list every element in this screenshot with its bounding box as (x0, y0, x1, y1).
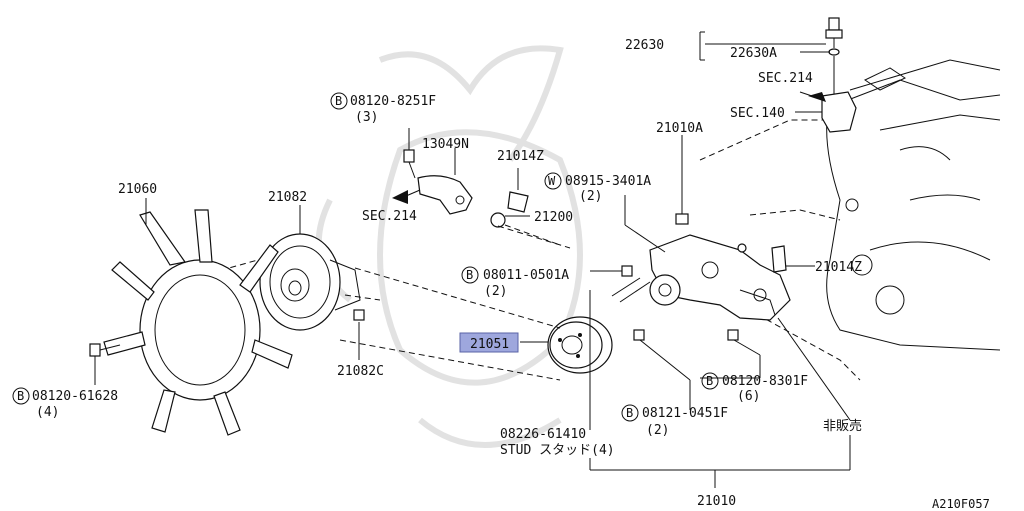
b-mark: B (466, 268, 473, 282)
bolt-symbol-icon (461, 266, 479, 284)
diagram-id: A210F057 (932, 497, 990, 511)
qty-08120-8301f: (6) (737, 389, 760, 404)
part-08120-8251f[interactable]: 08120-8251F (350, 94, 436, 109)
part-21060[interactable]: 21060 (118, 182, 157, 197)
part-21051-highlight[interactable] (459, 332, 519, 353)
part-08120-8301f[interactable]: 08120-8301F (722, 374, 808, 389)
part-22630a[interactable]: 22630A (730, 46, 777, 61)
not-for-sale-note: 非販売 (823, 418, 862, 434)
part-21200[interactable]: 21200 (534, 210, 573, 225)
b-mark: B (626, 406, 633, 420)
part-21082[interactable]: 21082 (268, 190, 307, 205)
qty-08120-8251f: (3) (355, 110, 378, 125)
qty-08120-61628: (4) (36, 405, 59, 420)
qty-08121-0451f: (2) (646, 423, 669, 438)
bolt-symbol-icon (330, 92, 348, 110)
engine-block (826, 59, 1001, 351)
pulley-21051 (547, 316, 613, 374)
part-08121-0451f[interactable]: 08121-0451F (642, 406, 728, 421)
w-mark: W (548, 174, 556, 188)
arrow-sec214-top-icon (808, 92, 826, 102)
ref-sec140[interactable]: SEC.140 (730, 106, 785, 121)
b-mark: B (335, 94, 342, 108)
thermostat-21200 (490, 168, 529, 228)
stud-description: STUD スタッド(4) (500, 443, 615, 458)
temp-sensor-22630 (825, 17, 843, 56)
water-outlet-13049n (417, 175, 473, 215)
part-21010[interactable]: 21010 (697, 494, 736, 509)
cooling-fan-21060 (103, 209, 293, 436)
bolt-symbol-icon (621, 404, 639, 422)
fan-clutch-21082 (259, 233, 361, 331)
b-mark: B (706, 374, 713, 388)
part-08120-61628[interactable]: 08120-61628 (32, 389, 118, 404)
part-08011-0501a[interactable]: 08011-0501A (483, 268, 569, 283)
qty-08011-0501a: (2) (484, 284, 507, 299)
part-21014z-right[interactable]: 21014Z (815, 260, 862, 275)
part-21051[interactable]: 21051 (470, 337, 509, 352)
water-pump-21010 (649, 234, 791, 321)
part-22630[interactable]: 22630 (625, 38, 664, 53)
bolt-symbol-icon (701, 372, 719, 390)
ref-sec214-top[interactable]: SEC.214 (758, 71, 813, 86)
part-21010a[interactable]: 21010A (656, 121, 703, 136)
part-08915-3401a[interactable]: 08915-3401A (565, 174, 651, 189)
part-21014z-top[interactable]: 21014Z (497, 149, 544, 164)
ref-sec214-left[interactable]: SEC.214 (362, 209, 417, 224)
washer-symbol-icon (544, 172, 562, 190)
qty-08915-3401a: (2) (579, 189, 602, 204)
bolt-symbol-icon (12, 387, 30, 405)
part-08226-61410[interactable]: 08226-61410 (500, 427, 586, 442)
bolt-08120-8251f-icon (403, 149, 415, 163)
b-mark: B (17, 389, 24, 403)
watermark-crest (315, 45, 583, 448)
arrow-sec214-left-icon (392, 190, 408, 204)
part-13049n[interactable]: 13049N (422, 137, 469, 152)
part-21082c[interactable]: 21082C (337, 364, 384, 379)
